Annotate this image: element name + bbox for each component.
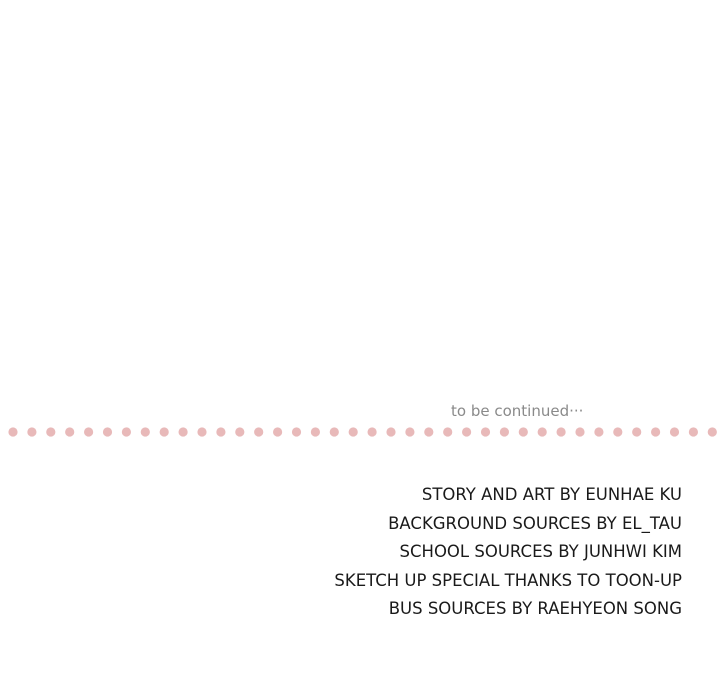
divider-dot <box>688 427 699 437</box>
credit-line-story: STORY AND ART BY EUNHAE KU <box>421 485 682 504</box>
divider-dot <box>84 427 94 437</box>
divider-dot <box>367 427 377 437</box>
divider-dot <box>424 427 434 437</box>
divider-dot <box>613 427 623 437</box>
divider-dot <box>121 427 131 437</box>
divider-dot <box>178 427 188 437</box>
divider-dot <box>102 427 113 437</box>
divider-dot <box>499 427 509 437</box>
divider-dot <box>575 427 585 437</box>
divider-dot <box>405 427 415 437</box>
divider-dot <box>632 427 642 437</box>
divider-dot <box>594 427 604 437</box>
divider-dot <box>651 427 661 437</box>
divider-dot <box>518 427 528 437</box>
divider-dot <box>443 427 453 437</box>
divider-dot <box>669 427 680 437</box>
divider-dot <box>216 427 226 437</box>
divider-dot <box>235 427 245 437</box>
credit-line-sketchup: SKETCH UP SPECIAL THANKS TO TOON-UP <box>334 570 682 590</box>
divider-dot <box>273 427 283 437</box>
divider-dot <box>310 427 320 437</box>
dotted-divider <box>8 427 717 437</box>
divider-dot <box>480 427 491 437</box>
credit-line-school: SCHOOL SOURCES BY JUNHWI KIM <box>399 542 682 561</box>
divider-dot <box>707 427 717 437</box>
divider-dot <box>329 427 339 437</box>
divider-dot <box>348 427 358 437</box>
divider-dot <box>27 427 37 437</box>
divider-dot <box>140 427 150 437</box>
divider-dot <box>556 427 566 437</box>
divider-dot <box>537 427 547 437</box>
divider-dot <box>197 427 207 437</box>
divider-dot <box>46 427 56 437</box>
divider-dot <box>291 427 302 437</box>
divider-dot <box>159 427 169 437</box>
credit-line-bus: BUS SOURCES BY RAEHYEON SONG <box>388 599 682 618</box>
divider-dot <box>386 427 396 437</box>
divider-dot <box>254 427 264 437</box>
divider-dot <box>65 427 75 437</box>
credits-block: STORY AND ART BY EUNHAE KU BACKGROUND SO… <box>334 481 682 624</box>
credit-line-background: BACKGROUND SOURCES BY EL_TAU <box>388 513 682 533</box>
to-be-continued-text: to be continued··· <box>451 402 584 420</box>
divider-dot <box>8 427 18 437</box>
divider-dot <box>462 427 472 437</box>
